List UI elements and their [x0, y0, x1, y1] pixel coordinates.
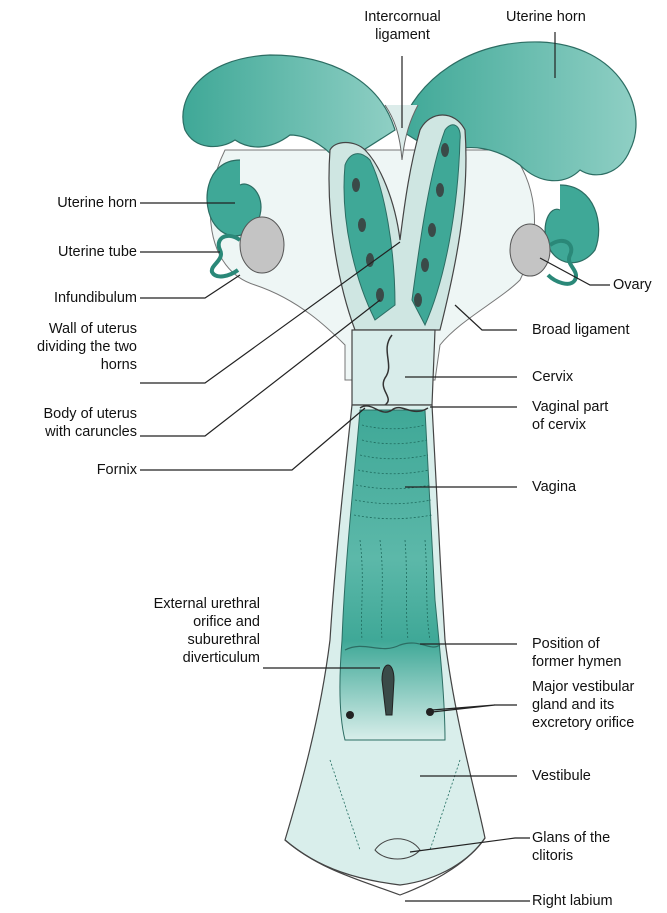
label-uterine-horn-left: Uterine horn	[0, 194, 137, 212]
label-vagina: Vagina	[532, 478, 662, 496]
leader-fornix	[140, 408, 365, 470]
label-uterine-tube: Uterine tube	[0, 243, 137, 261]
cervix	[352, 330, 435, 405]
label-intercornual-ligament: Intercornual ligament	[335, 8, 470, 44]
left-vestibular-orifice	[346, 711, 354, 719]
label-fornix: Fornix	[0, 461, 137, 479]
label-glans-of-the-clitoris: Glans of the clitoris	[532, 829, 662, 865]
label-major-vestibular-gland: Major vestibular gland and its excretory…	[532, 678, 667, 732]
label-external-urethral-orifice: External urethral orifice and suburethra…	[100, 595, 260, 667]
left-ovary	[240, 217, 284, 273]
label-right-labium: Right labium	[532, 892, 662, 910]
label-position-of-former-hymen: Position of former hymen	[532, 635, 662, 671]
label-ovary: Ovary	[613, 276, 667, 294]
label-wall-of-uterus: Wall of uterus dividing the two horns	[0, 320, 137, 374]
label-body-of-uterus: Body of uterus with caruncles	[0, 405, 137, 441]
label-infundibulum: Infundibulum	[0, 289, 137, 307]
right-ovary	[510, 224, 550, 276]
label-uterine-horn-top: Uterine horn	[506, 8, 656, 26]
label-cervix: Cervix	[532, 368, 662, 386]
leader-infundibulum	[140, 275, 240, 298]
label-vestibule: Vestibule	[532, 767, 662, 785]
label-broad-ligament: Broad ligament	[532, 321, 662, 339]
label-vaginal-part-of-cervix: Vaginal part of cervix	[532, 398, 662, 434]
